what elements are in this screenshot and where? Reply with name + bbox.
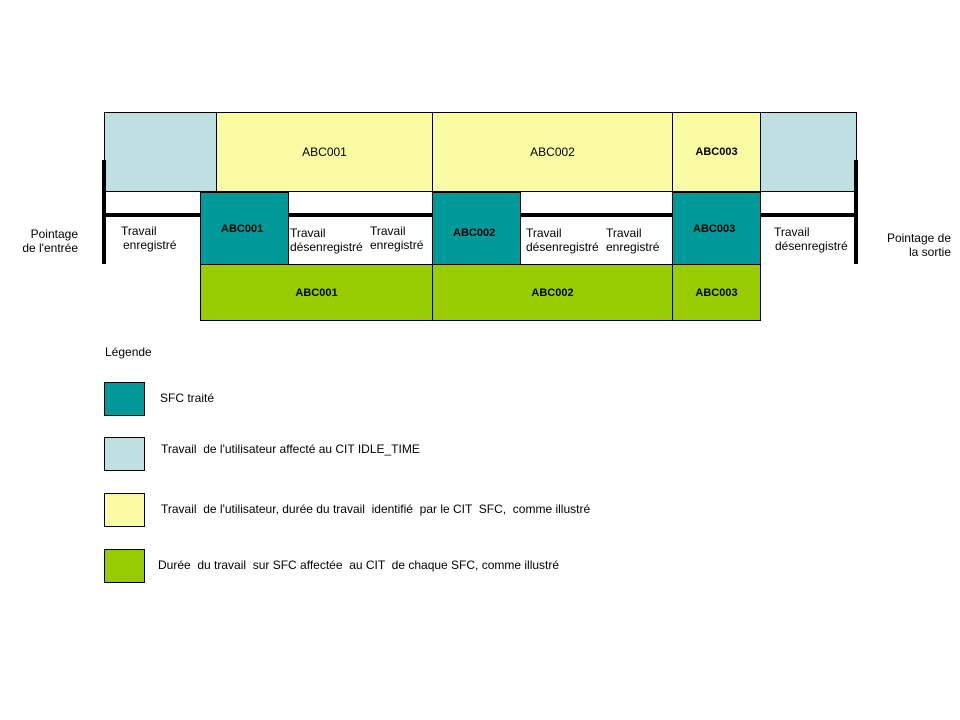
sfc-label-abc003: ABC003 [693,223,736,235]
legend-title: Légende [105,345,152,359]
segment-label-registered-2-line1: Travail [370,224,406,238]
legend-swatch-sfc-duration [104,549,145,583]
user-work-label-abc003: ABC003 [695,146,738,158]
sfc-processed-block-abc002: ABC002 [432,192,521,265]
legend-label-user-work: Travail de l'utilisateur, durée du trava… [161,502,591,516]
segment-label-unregistered-2-line2: désenregistré [290,240,363,254]
segment-label-unregistered-2: Travail désenregistré [290,226,363,254]
legend-swatch-idle-time [104,437,145,471]
segment-label-unregistered-4: Travail désenregistré [774,225,848,253]
sfc-duration-label-abc003: ABC003 [695,286,738,299]
segment-label-unregistered-4-line1: Travail [774,225,810,239]
sfc-label-abc002: ABC002 [453,227,496,239]
sfc-duration-label-abc001: ABC001 [295,286,338,299]
segment-label-registered-1-line2: enregistré [123,238,177,252]
clock-out-label-line2: la sortie [908,245,951,259]
sfc-label-abc001: ABC001 [221,223,264,235]
segment-label-unregistered-4-line2: désenregistré [775,239,848,253]
segment-label-registered-3: Travail enregistré [606,226,659,254]
clock-in-marker [102,160,106,264]
segment-label-registered-1: Travail enregistré [121,224,176,252]
user-work-block-abc003: ABC003 [672,112,761,192]
user-work-label-abc002: ABC002 [530,145,575,159]
legend-swatch-user-work [104,493,145,527]
legend-label-sfc-duration: Durée du travail sur SFC affectée au CIT… [158,558,560,572]
user-work-block-abc002: ABC002 [432,112,673,192]
segment-label-unregistered-3-line1: Travail [526,226,562,240]
segment-label-registered-3-line2: enregistré [606,240,660,254]
sfc-duration-label-abc002: ABC002 [531,286,574,299]
legend-label-sfc-processed: SFC traité [160,391,215,405]
segment-label-unregistered-3: Travail désenregistré [526,226,599,254]
idle-time-block-start [104,112,217,192]
segment-label-registered-2: Travail enregistré [370,224,423,252]
sfc-duration-block-abc001: ABC001 [200,264,433,321]
segment-label-unregistered-2-line1: Travail [290,226,326,240]
user-work-label-abc001: ABC001 [302,145,347,159]
sfc-duration-block-abc003: ABC003 [672,264,761,321]
segment-label-registered-1-line1: Travail [121,224,157,238]
segment-label-unregistered-3-line2: désenregistré [526,240,599,254]
clock-out-marker [854,160,858,264]
clock-out-label: Pointage de la sortie [878,231,951,259]
idle-time-block-end [760,112,857,192]
clock-out-label-line1: Pointage de [886,231,951,245]
clock-in-label-line2: de l'entrée [22,241,78,255]
segment-label-registered-2-line2: enregistré [370,238,424,252]
sfc-processed-block-abc001: ABC001 [200,192,289,265]
segment-label-registered-3-line1: Travail [606,226,642,240]
sfc-processed-block-abc003: ABC003 [672,192,761,265]
sfc-duration-block-abc002: ABC002 [432,264,673,321]
user-work-block-abc001: ABC001 [216,112,433,192]
legend-swatch-sfc-processed [104,382,145,416]
clock-in-label-line1: Pointage [30,227,78,241]
legend-label-idle-time: Travail de l'utilisateur affecté au CIT … [161,442,420,456]
clock-in-label: Pointage de l'entrée [18,227,78,255]
